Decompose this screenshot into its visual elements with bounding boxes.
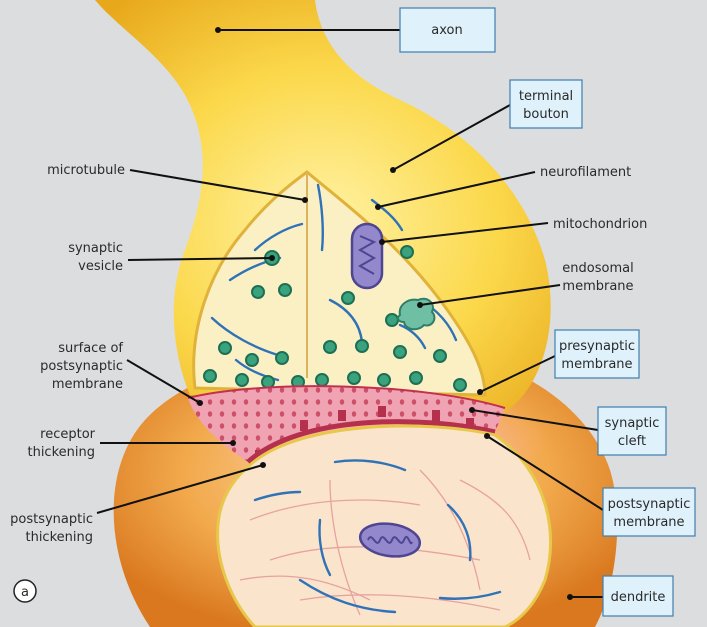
label-synaptic-vesicle: synaptic vesicle [68,241,123,274]
label-synaptic-cleft: synaptic cleft [597,406,667,456]
svg-text:synaptic: synaptic [605,416,660,431]
label-mitochondrion: mitochondrion [553,217,647,232]
svg-text:postsynaptic: postsynaptic [40,359,123,374]
svg-text:vesicle: vesicle [78,259,123,274]
svg-text:postsynaptic: postsynaptic [608,497,691,512]
label-microtubule: microtubule [47,163,125,178]
label-receptor-thickening: receptor thickening [27,427,95,460]
svg-text:presynaptic: presynaptic [559,339,635,354]
svg-text:postsynaptic: postsynaptic [10,512,93,527]
svg-text:terminal: terminal [519,89,573,104]
label-terminal-bouton: terminal bouton [509,79,583,129]
svg-text:thickening: thickening [27,445,95,460]
endosome [396,297,436,331]
svg-text:thickening: thickening [25,530,93,545]
bouton-interior [192,170,487,397]
svg-text:membrane: membrane [561,357,632,372]
synaptic-vesicles [203,245,467,392]
leader-lines [96,27,604,600]
svg-text:cleft: cleft [618,434,646,449]
svg-text:synaptic: synaptic [68,241,123,256]
svg-text:dendrite: dendrite [611,590,666,605]
label-axon: axon [399,7,496,53]
panel-letter-circle [13,579,37,603]
panel-letter: a [21,585,29,600]
label-postsynaptic-thickening: postsynaptic thickening [10,512,93,545]
svg-text:membrane: membrane [562,279,633,294]
svg-text:receptor: receptor [40,427,96,442]
label-postsynaptic-membrane: postsynaptic membrane [602,487,696,537]
mitochondrion-dendrite [358,522,422,558]
svg-text:membrane: membrane [613,515,684,530]
svg-text:axon: axon [431,23,462,38]
svg-text:surface of: surface of [58,341,123,356]
svg-text:endosomal: endosomal [562,261,633,276]
mitochondrion-bouton [350,222,384,290]
label-neurofilament: neurofilament [540,165,631,180]
label-presynaptic-membrane: presynaptic membrane [554,329,640,379]
label-endosomal-membrane: endosomal membrane [562,261,633,294]
label-surface-postsynaptic-membrane: surface of postsynaptic membrane [40,341,123,392]
svg-text:membrane: membrane [52,377,123,392]
label-dendrite: dendrite [602,575,674,617]
svg-text:bouton: bouton [523,107,569,122]
